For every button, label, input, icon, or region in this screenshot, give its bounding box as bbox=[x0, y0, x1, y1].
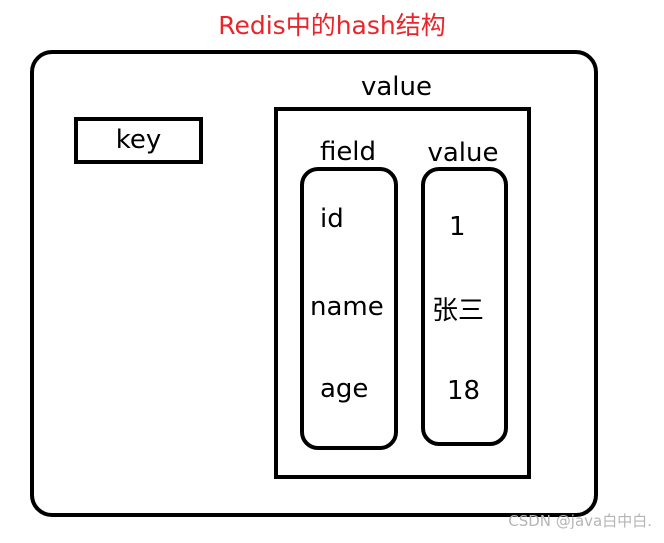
watermark: CSDN @java白中白. bbox=[508, 512, 652, 530]
field-column-box bbox=[300, 167, 398, 450]
field-item-name: name bbox=[310, 292, 384, 322]
redis-hash-container bbox=[30, 50, 598, 517]
value-item-1: 1 bbox=[449, 212, 466, 242]
value-column-header: value bbox=[427, 138, 499, 168]
key-box: key bbox=[74, 117, 203, 164]
value-box bbox=[274, 107, 531, 479]
field-item-id: id bbox=[320, 204, 344, 234]
diagram-title: Redis中的hash结构 bbox=[218, 11, 446, 40]
value-item-3: 18 bbox=[447, 376, 481, 406]
field-column-header: field bbox=[319, 137, 377, 167]
value-item-2: 张三 bbox=[432, 296, 485, 326]
outer-value-label: value bbox=[360, 72, 433, 102]
field-item-age: age bbox=[320, 374, 369, 404]
value-column-box bbox=[421, 167, 508, 446]
